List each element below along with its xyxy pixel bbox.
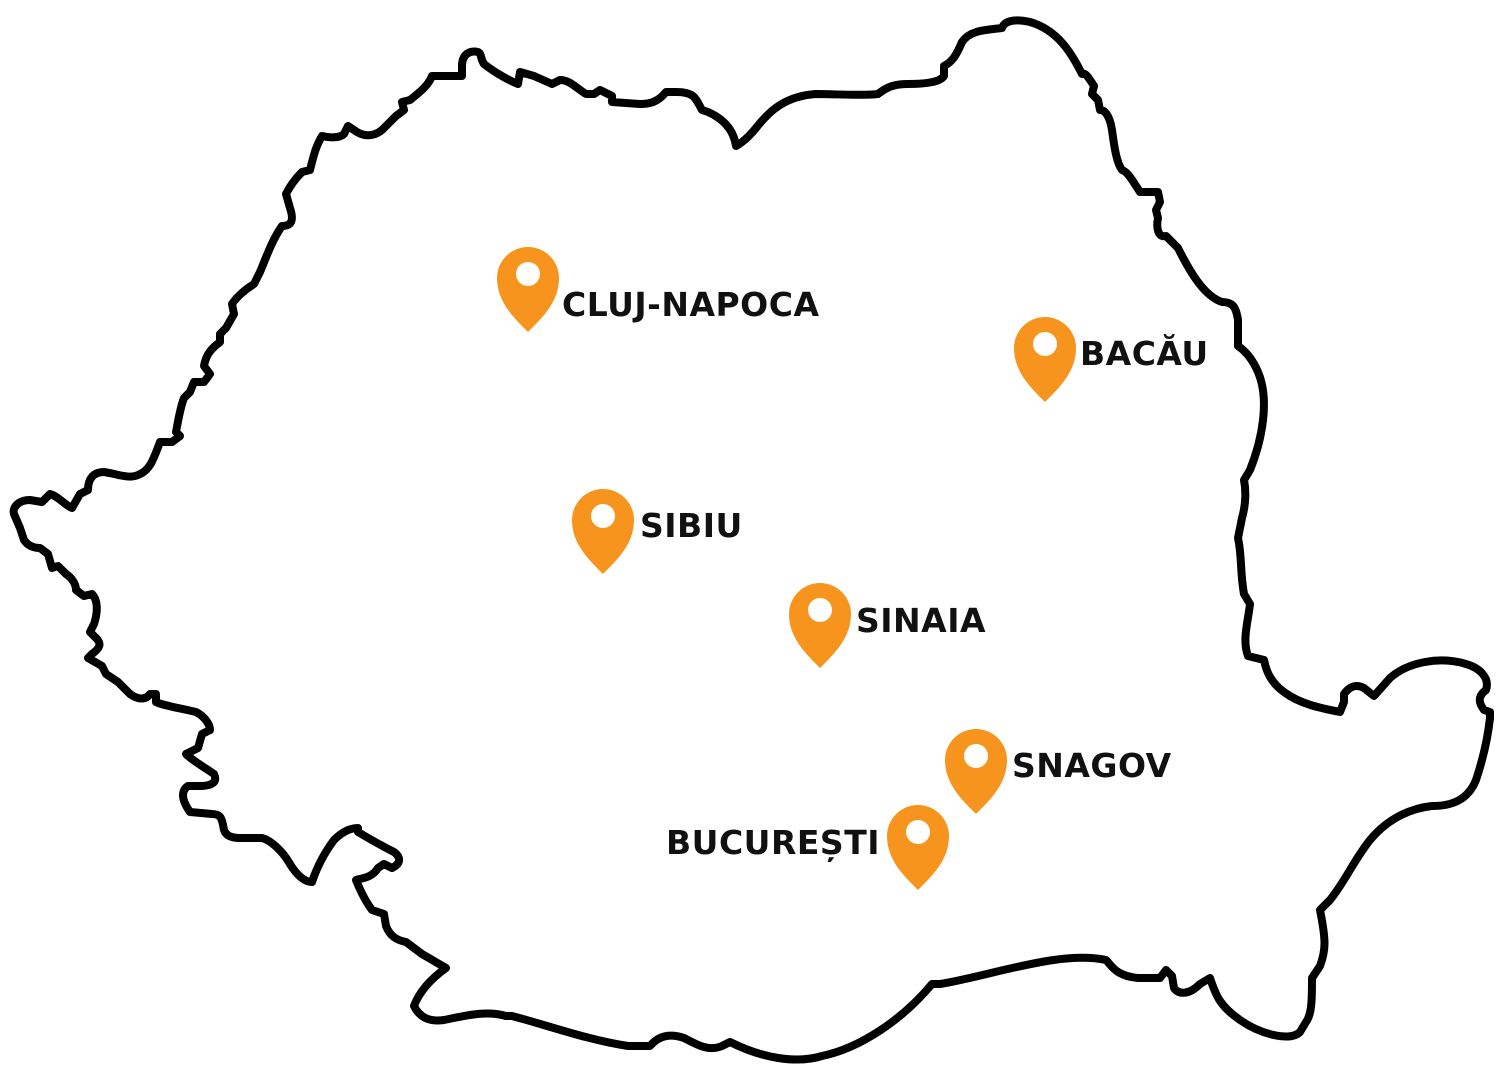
map-pin-icon[interactable] [789,583,851,668]
map-pin-icon[interactable] [945,729,1007,814]
map-pin-icon[interactable] [497,247,559,332]
pin-hole [1033,332,1057,356]
pin-hole [516,262,540,286]
map-pin-icon[interactable] [572,489,634,574]
city-label-bacau: BACĂU [1080,333,1209,373]
city-marker-sinaia[interactable]: SINAIA [789,583,986,668]
city-marker-bucuresti[interactable]: BUCUREȘTI [666,805,949,890]
pin-hole [808,598,832,622]
city-marker-sibiu[interactable]: SIBIU [572,489,743,574]
city-marker-bacau[interactable]: BACĂU [1014,317,1209,402]
city-label-sinaia: SINAIA [856,601,986,640]
map-pin-icon[interactable] [1014,317,1076,402]
country-outline [9,16,1494,1064]
city-label-sibiu: SIBIU [640,506,743,545]
city-label-cluj-napoca: CLUJ-NAPOCA [562,285,820,324]
city-marker-cluj-napoca[interactable]: CLUJ-NAPOCA [497,247,820,332]
pin-hole [591,504,615,528]
map-pin-icon[interactable] [887,805,949,890]
pin-hole [906,820,930,844]
city-pins: CLUJ-NAPOCA BACĂU SIBIU SINAIA SNAGOV BUCUREȘ… [497,247,1209,890]
city-label-snagov: SNAGOV [1012,746,1172,785]
city-label-bucuresti: BUCUREȘTI [666,823,880,862]
pin-hole [964,744,988,768]
city-marker-snagov[interactable]: SNAGOV [945,729,1172,814]
